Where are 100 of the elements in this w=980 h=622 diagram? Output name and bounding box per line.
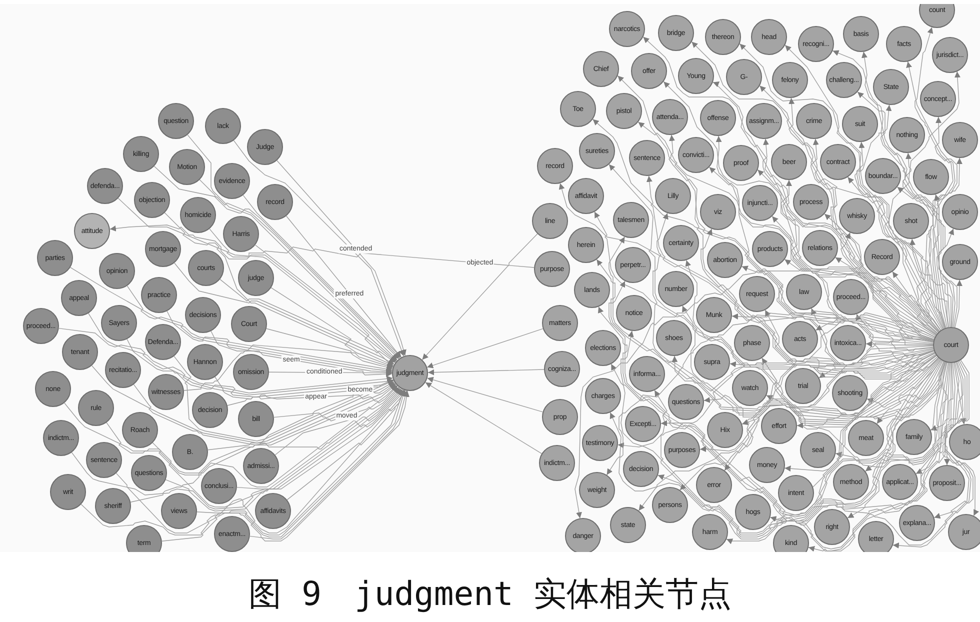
arrow <box>668 134 934 366</box>
arrow <box>426 328 544 368</box>
arrow <box>133 383 396 446</box>
arrow <box>762 138 934 342</box>
arrow <box>906 61 954 328</box>
arrow <box>741 266 934 366</box>
arrow <box>854 142 946 328</box>
arrow <box>70 267 393 372</box>
arrow <box>227 386 398 406</box>
arrow <box>617 75 937 335</box>
arrow <box>174 262 395 365</box>
arrow <box>762 357 939 416</box>
arrow <box>130 379 394 502</box>
arrow <box>892 360 974 548</box>
arrow <box>910 238 949 328</box>
arrow <box>199 179 400 358</box>
arrow <box>835 362 952 468</box>
arrow <box>810 138 939 333</box>
arrow <box>934 361 972 519</box>
arrow <box>126 286 392 374</box>
arrow <box>184 350 392 391</box>
arrow <box>208 389 403 450</box>
arrow <box>930 362 954 431</box>
arrow <box>209 228 397 362</box>
arrow <box>672 356 942 424</box>
arrow <box>638 320 934 511</box>
arrow <box>266 328 393 370</box>
arrow <box>233 140 404 356</box>
arrow <box>154 166 400 360</box>
arrow <box>896 186 954 328</box>
arrow <box>954 362 966 425</box>
arrow <box>766 360 943 426</box>
figure-caption: 图 9 judgment 实体相关节点 <box>248 573 732 615</box>
arrow <box>916 116 958 332</box>
arrow <box>110 224 534 268</box>
arrow <box>64 384 396 474</box>
arrow <box>164 212 394 366</box>
arrow <box>934 194 956 328</box>
arrow <box>914 26 956 328</box>
arrow <box>594 211 934 408</box>
arrow <box>916 362 960 474</box>
arrow <box>642 36 938 334</box>
arrow <box>428 369 544 376</box>
arrow <box>772 216 934 344</box>
arrow <box>174 356 394 442</box>
arrow <box>270 287 394 368</box>
arrow <box>620 330 940 534</box>
arrow <box>847 176 952 328</box>
arrow <box>680 338 934 490</box>
arrow <box>210 330 394 369</box>
arrow <box>847 361 945 518</box>
arrow <box>425 382 542 454</box>
arrow <box>856 314 934 352</box>
arrow <box>784 259 937 336</box>
arrow <box>106 385 398 488</box>
arrow <box>162 390 410 542</box>
arrow <box>276 160 406 356</box>
arrow <box>646 176 934 344</box>
arrow <box>788 98 941 331</box>
arrow <box>242 194 402 358</box>
arrow <box>938 228 958 328</box>
arrow <box>166 310 392 375</box>
arrow <box>876 359 942 424</box>
arrow <box>274 390 406 456</box>
arrow <box>944 360 979 516</box>
arrow <box>187 134 398 361</box>
arrow <box>811 308 936 368</box>
arrow <box>558 182 934 368</box>
arrow <box>780 180 938 334</box>
arrow <box>866 361 944 408</box>
arrow <box>784 44 944 329</box>
arrow <box>88 312 394 394</box>
arrow <box>866 341 934 348</box>
arrow <box>608 164 934 370</box>
arrow <box>574 266 942 519</box>
arrow <box>954 280 962 328</box>
arrow <box>118 198 396 362</box>
arrow <box>902 152 950 328</box>
arrow <box>832 50 949 328</box>
arrow <box>944 362 964 466</box>
arrow <box>764 310 936 376</box>
arrow <box>250 390 408 540</box>
arrow <box>784 352 936 472</box>
arrow <box>274 386 400 422</box>
arrow <box>700 228 934 366</box>
arrow <box>739 43 944 330</box>
arrow <box>892 271 940 332</box>
arrow <box>716 136 935 338</box>
arrow <box>726 354 937 544</box>
arrow <box>682 305 940 422</box>
arrow <box>422 234 538 360</box>
arrow <box>808 362 948 552</box>
arrow <box>742 362 946 430</box>
arrow <box>712 82 936 336</box>
arrow <box>770 362 970 546</box>
arrow <box>91 365 395 444</box>
arrow <box>426 376 544 412</box>
arrow <box>862 51 948 328</box>
arrow <box>196 390 406 538</box>
arrow <box>254 244 394 368</box>
